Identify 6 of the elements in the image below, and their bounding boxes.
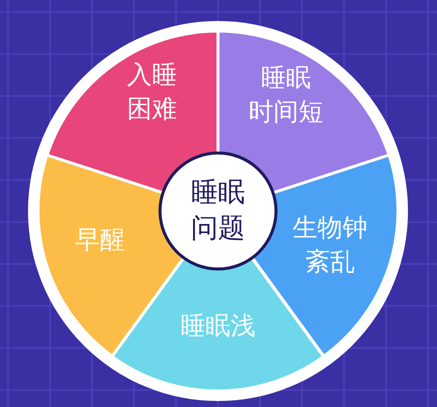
slice-label: 睡眠时间短: [248, 62, 324, 128]
slice-label: 入睡困难: [126, 59, 177, 125]
slice-label: 早醒: [75, 224, 125, 256]
slice-label: 生物钟紊乱: [292, 212, 368, 278]
slice-label: 睡眠浅: [180, 310, 256, 342]
center-label: 睡眠问题: [191, 176, 245, 246]
